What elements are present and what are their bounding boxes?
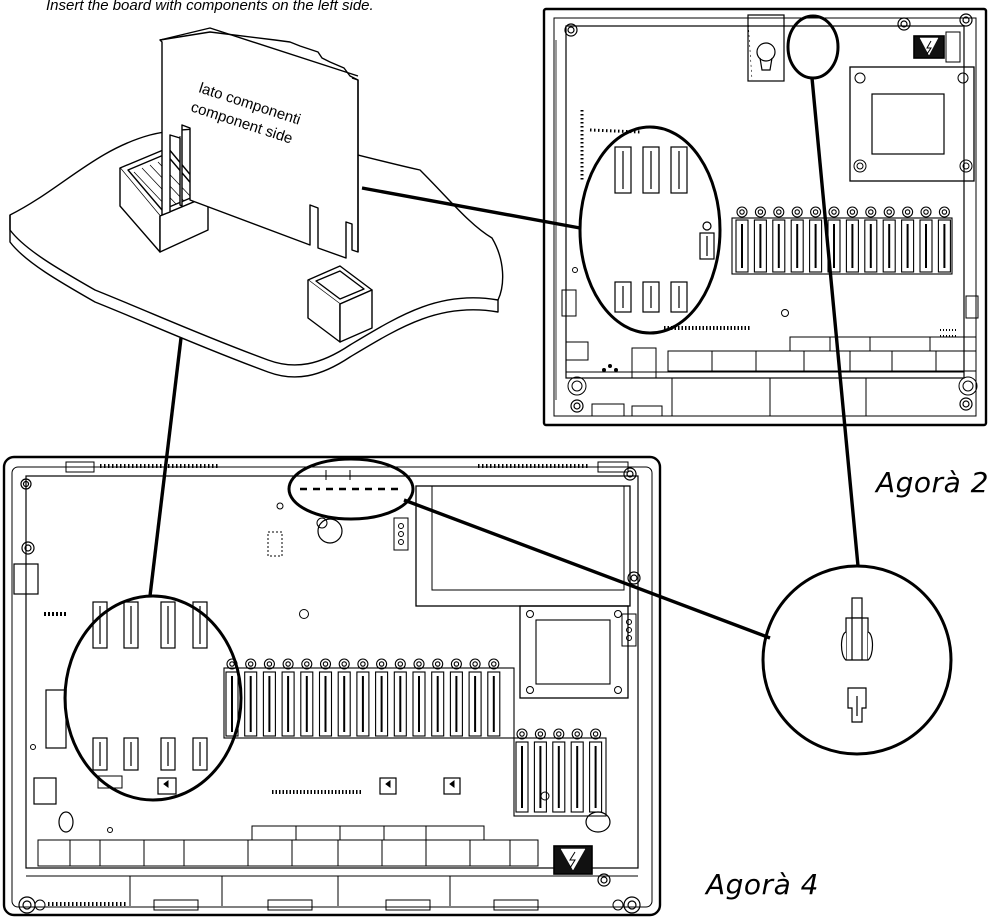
relay-terminal <box>245 658 257 670</box>
relay-terminal <box>846 206 858 218</box>
relay-terminal <box>736 206 748 218</box>
relay-terminal <box>488 658 500 670</box>
relay-slot <box>937 219 951 273</box>
relay-slot <box>449 671 463 737</box>
relay-terminal <box>590 728 602 740</box>
relay-terminal <box>413 658 425 670</box>
relay-slot <box>244 671 258 737</box>
connector-right <box>307 265 373 343</box>
relay-slot <box>772 219 786 273</box>
relay-slot <box>393 671 407 737</box>
relay-slot <box>356 671 370 737</box>
leader-lines <box>148 77 860 640</box>
relay-slot <box>901 219 915 273</box>
relay-terminal <box>534 728 546 740</box>
relay-terminal <box>865 206 877 218</box>
relay-terminal <box>828 206 840 218</box>
relay-slot <box>735 219 749 273</box>
relay-terminal <box>571 728 583 740</box>
relay-slot <box>337 671 351 737</box>
relay-slot <box>431 671 445 737</box>
relay-terminal <box>553 728 565 740</box>
agora4-highlight-ellipse <box>63 594 243 802</box>
board-insertion-detail: lato componenti component side <box>9 27 504 378</box>
relay-slot <box>412 671 426 737</box>
relay-slot <box>468 671 482 737</box>
relay-slot <box>300 671 314 737</box>
relay-terminal <box>902 206 914 218</box>
relay-terminal <box>338 658 350 670</box>
relay-terminal <box>226 658 238 670</box>
relay-terminal <box>394 658 406 670</box>
relay-slot <box>809 219 823 273</box>
agora2-slot-group <box>614 146 715 313</box>
relay-slot <box>919 219 933 273</box>
relay-slot <box>790 219 804 273</box>
relay-slot <box>845 219 859 273</box>
relay-slot <box>375 671 389 737</box>
relay-slot <box>533 741 547 813</box>
agora4-label: Agorà 4 <box>706 868 819 901</box>
relay-terminal <box>469 658 481 670</box>
relay-slot <box>262 671 276 737</box>
agora4-relay-row <box>223 658 607 817</box>
agora2-panel <box>542 7 988 427</box>
relay-slot <box>487 671 501 737</box>
agora2-highlight-ellipse <box>578 125 722 335</box>
agora2-label: Agorà 2 <box>876 466 989 499</box>
relay-terminal <box>810 206 822 218</box>
relay-terminal <box>791 206 803 218</box>
relay-slot <box>225 671 239 737</box>
relay-slot <box>570 741 584 813</box>
instruction-text: Insert the board with components on the … <box>46 0 374 14</box>
relay-terminal <box>282 658 294 670</box>
relay-terminal <box>319 658 332 670</box>
agora4-panel <box>2 455 662 917</box>
relay-slot <box>753 219 767 273</box>
component-card: lato componenti component side <box>159 27 359 259</box>
relay-terminal <box>263 658 275 670</box>
relay-terminal <box>450 658 462 670</box>
relay-slot <box>552 741 566 813</box>
relay-terminal <box>357 658 369 670</box>
relay-terminal <box>432 658 444 670</box>
agora4-jumper-ellipse <box>287 457 415 521</box>
relay-slot <box>281 671 295 737</box>
relay-terminal <box>754 206 766 218</box>
relay-terminal <box>883 206 895 218</box>
relay-slot <box>318 671 333 737</box>
relay-terminal <box>938 206 950 218</box>
agora4-terminal-blocks <box>37 825 539 867</box>
relay-slot <box>864 219 878 273</box>
relay-slot <box>882 219 896 273</box>
relay-slot <box>515 741 529 813</box>
relay-terminal <box>773 206 785 218</box>
jumper-zoom-detail <box>761 564 953 756</box>
relay-terminal <box>301 658 313 670</box>
relay-terminal <box>376 658 388 670</box>
relay-terminal <box>516 728 528 740</box>
relay-terminal <box>920 206 932 218</box>
